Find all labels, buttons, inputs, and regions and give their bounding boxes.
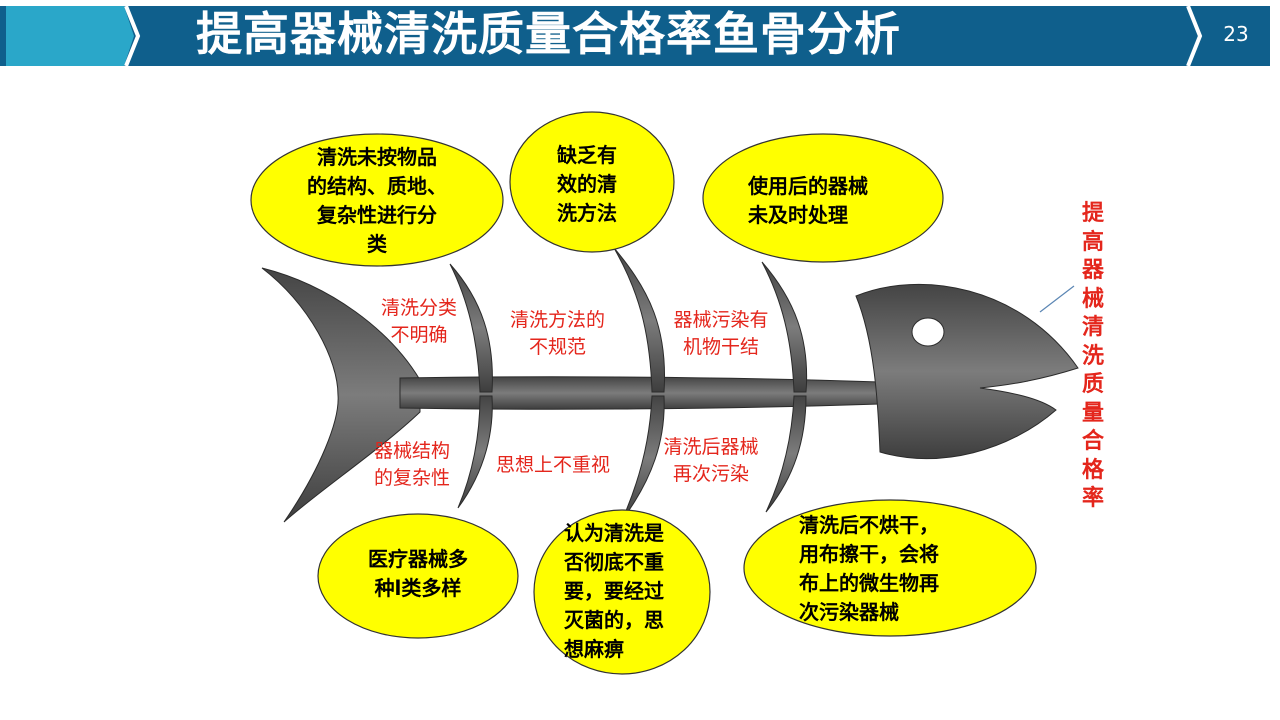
detail-text-bottom-1: 医疗器械多 种l类多样 bbox=[368, 547, 468, 600]
detail-text-top-3: 使用后的器械 未及时处理 bbox=[748, 174, 868, 227]
rib-top-2 bbox=[613, 247, 666, 393]
fish-eye bbox=[911, 317, 945, 347]
detail-ellipse-top-1 bbox=[250, 133, 504, 267]
detail-text-top-2: 缺乏有 效的清 洗方法 bbox=[557, 143, 617, 225]
rib-bottom-3 bbox=[765, 395, 807, 513]
detail-ellipse-bottom-1 bbox=[317, 513, 519, 639]
detail-text-top-1: 清洗未按物品 的结构、质地、 复杂性进行分 类 bbox=[307, 145, 447, 256]
cause-label-top-3: 器械污染有 机物干结 bbox=[673, 309, 769, 358]
effect-label: 提高器械清洗质量合格率 bbox=[1081, 201, 1104, 511]
page-title: 提高器械清洗质量合格率鱼骨分析 bbox=[196, 7, 901, 61]
detail-text-bottom-3: 清洗后不烘干， 用布擦干，会将 布上的微生物再 次污染器械 bbox=[799, 513, 939, 624]
fish-spine bbox=[399, 376, 881, 410]
detail-ellipse-top-3 bbox=[702, 133, 944, 263]
cause-label-bottom-3: 清洗后器械 再次污染 bbox=[663, 436, 759, 485]
detail-ellipse-bottom-3 bbox=[743, 499, 1037, 637]
detail-text-bottom-2: 认为清洗是 否彻底不重 要，要经过 灭菌的，思 想麻痹 bbox=[564, 521, 664, 661]
rib-top-1 bbox=[449, 263, 493, 393]
cause-label-top-1: 清洗分类 不明确 bbox=[380, 297, 457, 346]
rib-top-3 bbox=[761, 261, 808, 393]
fish-tail bbox=[261, 267, 421, 523]
effect-pointer-line bbox=[1039, 285, 1075, 313]
cause-label-bottom-1: 器械结构 的复杂性 bbox=[373, 440, 450, 489]
page-number: 23 bbox=[1223, 22, 1249, 46]
rib-bottom-1 bbox=[457, 395, 493, 509]
detail-ellipse-bottom-2 bbox=[533, 509, 711, 675]
detail-ellipse-top-2 bbox=[509, 111, 675, 253]
fish-head bbox=[855, 283, 1079, 460]
cause-label-top-2: 清洗方法的 不规范 bbox=[509, 309, 605, 358]
cause-label-bottom-2: 思想上不重视 bbox=[495, 454, 610, 476]
header-bar bbox=[0, 5, 1270, 67]
